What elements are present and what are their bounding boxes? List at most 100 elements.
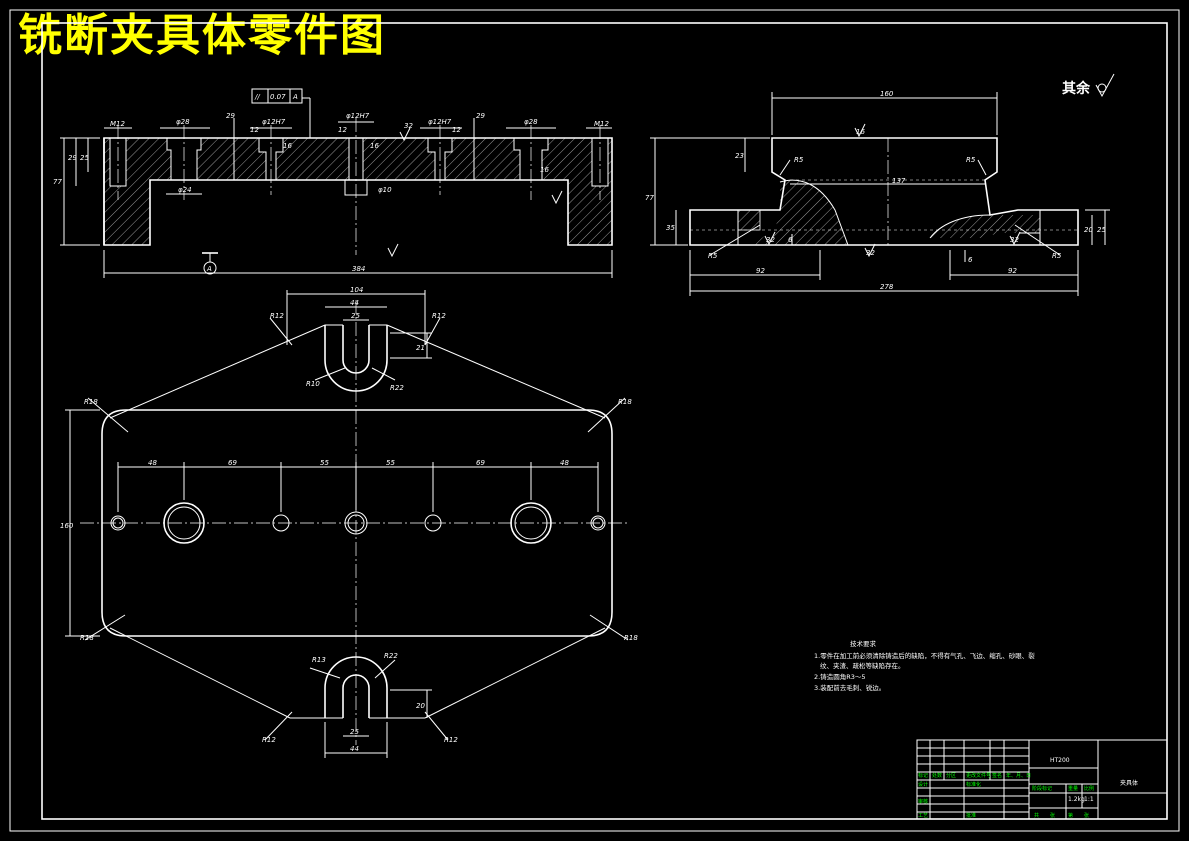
svg-text:0.07: 0.07	[270, 93, 286, 101]
svg-text:φ10: φ10	[378, 186, 392, 194]
svg-text:签名: 签名	[992, 772, 1002, 779]
svg-text:29: 29	[476, 112, 485, 120]
svg-text:384: 384	[352, 265, 365, 273]
svg-text:张: 张	[1050, 812, 1055, 819]
svg-text:R5: R5	[1052, 252, 1062, 260]
svg-text:16: 16	[540, 166, 549, 174]
svg-text:20: 20	[416, 702, 425, 710]
svg-text:R10: R10	[306, 380, 320, 388]
part-name: 夹具体	[1120, 779, 1138, 787]
side-section-view: 160 137 92 92 278 77 23 35 20 25 R5 R5 R…	[645, 90, 1110, 296]
svg-text:25: 25	[350, 728, 359, 736]
svg-text:12: 12	[338, 126, 347, 134]
svg-text:φ12H7: φ12H7	[428, 118, 452, 126]
svg-text:张: 张	[1084, 812, 1089, 819]
svg-text:32: 32	[766, 236, 775, 244]
plan-view: 104 44 25 21 R12 R12 R10 R22 R18 R18 R18…	[60, 286, 638, 758]
svg-text:2.铸造圆角R3～5: 2.铸造圆角R3～5	[814, 672, 866, 681]
svg-text:12: 12	[250, 126, 259, 134]
svg-text:R22: R22	[384, 652, 398, 660]
roughness-note: 其余	[1062, 80, 1091, 97]
svg-text:69: 69	[228, 459, 237, 467]
svg-text:工艺: 工艺	[918, 813, 928, 819]
svg-text:55: 55	[320, 459, 329, 467]
datum-label: A	[206, 265, 212, 273]
svg-text:16: 16	[283, 142, 292, 150]
svg-text:1.零件在加工前必须清除铸造后的缺陷，不得有气孔、飞边、缩孔: 1.零件在加工前必须清除铸造后的缺陷，不得有气孔、飞边、缩孔、砂眼、裂	[814, 651, 1035, 660]
svg-text:年、月、日: 年、月、日	[1006, 772, 1031, 779]
svg-text:3.装配前去毛刺、锐边。: 3.装配前去毛刺、锐边。	[814, 683, 885, 692]
svg-text:16: 16	[370, 142, 379, 150]
svg-text:R5: R5	[966, 156, 976, 164]
svg-text:104: 104	[350, 286, 363, 294]
svg-text:R22: R22	[390, 384, 404, 392]
svg-text:29: 29	[68, 154, 77, 162]
svg-text:32: 32	[1010, 236, 1019, 244]
svg-text:φ28: φ28	[524, 118, 538, 126]
svg-text:77: 77	[53, 178, 62, 186]
svg-text:16: 16	[856, 128, 865, 136]
technical-notes: 技术要求 1.零件在加工前必须清除铸造后的缺陷，不得有气孔、飞边、缩孔、砂眼、裂…	[814, 639, 1035, 692]
svg-text:标准化: 标准化	[966, 781, 981, 788]
svg-text:R12: R12	[262, 736, 276, 744]
svg-text:R5: R5	[708, 252, 718, 260]
outer-border	[9, 9, 1180, 832]
svg-text:48: 48	[560, 459, 569, 467]
geometric-tolerance-frame: // 0.07 A	[251, 88, 303, 104]
svg-text:29: 29	[226, 112, 235, 120]
drawing-title: 铣断夹具体零件图	[18, 10, 386, 61]
svg-text:25: 25	[351, 312, 360, 320]
front-section-view: // 0.07 A A φ28 φ28 φ24 φ10 φ12H7 φ12H7 …	[53, 88, 613, 278]
svg-text:重量: 重量	[1068, 785, 1078, 792]
svg-text:55: 55	[386, 459, 395, 467]
svg-text:比例: 比例	[1084, 785, 1094, 792]
svg-text:批准: 批准	[966, 812, 976, 819]
svg-text:25: 25	[1097, 226, 1106, 234]
svg-text:21: 21	[416, 344, 425, 352]
svg-text:20: 20	[1084, 226, 1093, 234]
svg-text:M12: M12	[594, 120, 609, 128]
svg-text:处数: 处数	[932, 772, 942, 779]
svg-text:R18: R18	[80, 634, 94, 642]
svg-text:23: 23	[735, 152, 744, 160]
svg-text:A: A	[292, 93, 298, 101]
svg-text:R18: R18	[618, 398, 632, 406]
svg-text:分区: 分区	[946, 772, 956, 779]
svg-text:32: 32	[404, 122, 413, 130]
notes-heading: 技术要求	[850, 639, 877, 648]
svg-text://: //	[254, 93, 260, 101]
svg-text:标记: 标记	[918, 772, 928, 779]
svg-text:共: 共	[1034, 812, 1039, 819]
svg-text:审核: 审核	[918, 798, 928, 805]
svg-text:77: 77	[645, 194, 654, 202]
svg-text:32: 32	[866, 249, 875, 257]
svg-text:纹、夹渣、疏松等缺陷存在。: 纹、夹渣、疏松等缺陷存在。	[820, 661, 905, 670]
svg-text:137: 137	[892, 177, 906, 185]
svg-text:6: 6	[968, 256, 973, 264]
svg-text:设计: 设计	[918, 781, 928, 788]
svg-text:R12: R12	[270, 312, 284, 320]
svg-text:φ12H7: φ12H7	[346, 112, 370, 120]
svg-text:φ28: φ28	[176, 118, 190, 126]
svg-text:R12: R12	[444, 736, 458, 744]
svg-text:第: 第	[1068, 812, 1073, 819]
svg-text:69: 69	[476, 459, 485, 467]
title-block: HT200 夹具体 1.2kg 1:1 标记 处数 分区 更改文件号 签名 年、…	[916, 739, 1168, 820]
svg-text:48: 48	[148, 459, 157, 467]
svg-text:35: 35	[666, 224, 675, 232]
svg-text:44: 44	[350, 745, 359, 753]
inner-border	[41, 22, 1168, 820]
material: HT200	[1050, 757, 1070, 764]
svg-text:6: 6	[788, 236, 793, 244]
svg-text:160: 160	[880, 90, 894, 98]
svg-text:1.2kg: 1.2kg	[1068, 796, 1085, 803]
svg-text:更改文件号: 更改文件号	[966, 772, 991, 779]
svg-text:R18: R18	[624, 634, 638, 642]
roughness-symbol-icon	[1095, 73, 1115, 98]
svg-text:92: 92	[1008, 267, 1017, 275]
svg-text:阶段标记: 阶段标记	[1032, 785, 1052, 792]
svg-text:φ12H7: φ12H7	[262, 118, 286, 126]
svg-text:M12: M12	[110, 120, 125, 128]
svg-text:160: 160	[60, 522, 74, 530]
